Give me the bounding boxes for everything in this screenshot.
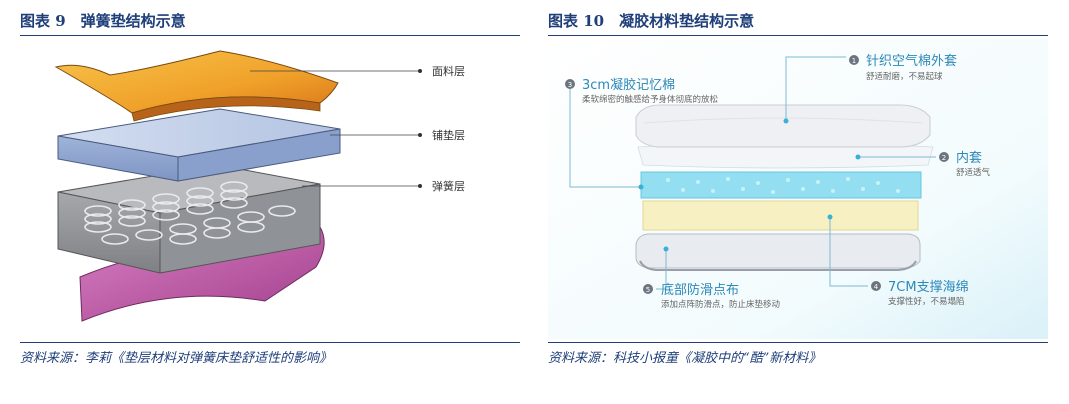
callout-number-badge bbox=[565, 79, 575, 89]
callout-2: 2 内套 舒适透气 bbox=[939, 150, 991, 178]
gel-mattress-diagram: 1 针织空气棉外套 舒适耐磨，不易起球 2 内套 舒适透气 3 3cm凝胶记忆棉… bbox=[548, 39, 1048, 339]
knit-outer-cover-layer bbox=[635, 104, 931, 148]
gel-memory-foam-layer bbox=[640, 171, 922, 199]
callout-number: 5 bbox=[646, 286, 650, 294]
callout-number: 1 bbox=[852, 57, 856, 65]
callout-number: 4 bbox=[874, 283, 879, 291]
figure-10-bottom-rule bbox=[548, 342, 1048, 343]
callout-number: 2 bbox=[942, 154, 946, 162]
callout-number-badge bbox=[871, 281, 881, 291]
callout-leader-lines bbox=[569, 56, 936, 290]
callout-number-badge bbox=[939, 152, 949, 162]
figure-9-bottom-rule bbox=[20, 342, 520, 343]
padding-layer bbox=[57, 108, 341, 182]
callout-desc: 舒适耐磨，不易起球 bbox=[866, 71, 943, 82]
callout-desc: 添加点阵防滑点，防止床垫移动 bbox=[661, 299, 781, 310]
label-spring: 弹簧层 bbox=[432, 179, 465, 193]
callout-number-badge bbox=[849, 55, 859, 65]
label-marker bbox=[418, 184, 422, 188]
leader-lines bbox=[250, 70, 420, 187]
support-foam-layer bbox=[642, 200, 919, 231]
callout-dots bbox=[638, 118, 861, 252]
callout-title: 针织空气棉外套 bbox=[866, 53, 957, 69]
label-marker bbox=[418, 133, 422, 137]
top-fabric-layer bbox=[54, 50, 339, 122]
label-marker bbox=[418, 69, 422, 73]
callout-desc: 支撑性好，不易塌陷 bbox=[888, 296, 965, 307]
callout-title: 内套 bbox=[956, 150, 982, 166]
callout-4: 4 7CM支撑海绵 支撑性好，不易塌陷 bbox=[871, 280, 969, 307]
callout-3: 3 3cm凝胶记忆棉 柔软绵密的触感给予身体彻底的放松 bbox=[565, 77, 719, 105]
callout-5: 5 底部防滑点布 添加点阵防滑点，防止床垫移动 bbox=[643, 282, 781, 310]
callout-desc: 柔软绵密的触感给予身体彻底的放松 bbox=[582, 94, 719, 105]
label-top-fabric: 面料层 bbox=[432, 64, 465, 78]
anti-slip-bottom-layer bbox=[635, 233, 921, 271]
callout-title: 7CM支撑海绵 bbox=[888, 280, 969, 295]
figure-9-title: 图表 9 弹簧垫结构示意 bbox=[20, 12, 186, 30]
spring-mattress-diagram: 面料层 铺垫层 弹簧层 bbox=[54, 50, 465, 322]
callout-1: 1 针织空气棉外套 舒适耐磨，不易起球 bbox=[849, 53, 957, 82]
figure-10-source: 资料来源：科技小报童《凝胶中的“酷”新材料》 bbox=[548, 351, 822, 366]
figure-9-source: 资料来源：李莉《垫层材料对弹簧床垫舒适性的影响》 bbox=[20, 351, 333, 366]
callout-title: 3cm凝胶记忆棉 bbox=[582, 77, 675, 93]
callout-desc: 舒适透气 bbox=[956, 167, 991, 178]
callout-number: 3 bbox=[568, 81, 572, 89]
label-padding: 铺垫层 bbox=[432, 128, 465, 142]
callout-number-badge bbox=[643, 284, 653, 294]
callout-title: 底部防滑点布 bbox=[661, 282, 739, 298]
spring-layer bbox=[57, 164, 321, 274]
figure-10-title: 图表 10 凝胶材料垫结构示意 bbox=[548, 12, 755, 30]
figure-10-top-rule bbox=[548, 35, 1048, 36]
figure-9-top-rule bbox=[20, 35, 520, 36]
